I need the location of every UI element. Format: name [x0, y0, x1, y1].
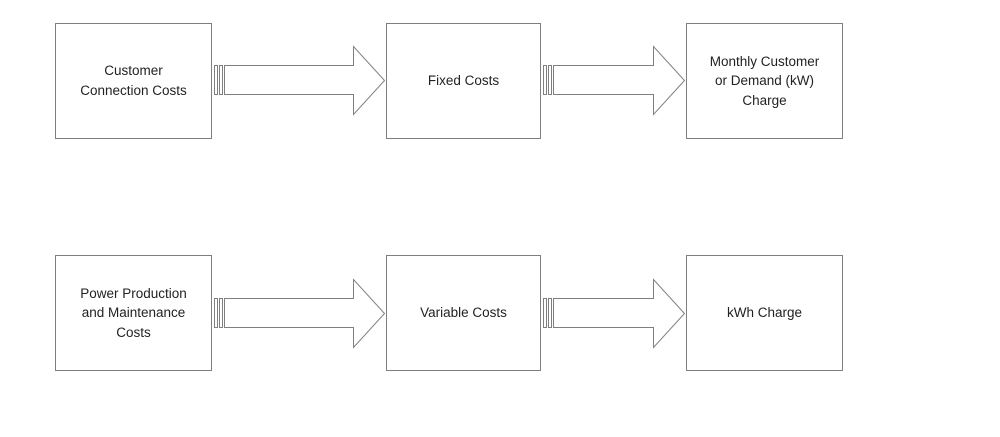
arrow-tail-stripe [543, 298, 547, 328]
arrow-tail-stripe [548, 298, 552, 328]
arrow-connection-to-fixed [214, 45, 386, 116]
arrow-body [224, 45, 386, 116]
fixed-costs-box: Fixed Costs [386, 23, 541, 139]
monthly-customer-demand-charge-label: Monthly Customer or Demand (kW) Charge [709, 53, 820, 108]
arrow-tail-stripe [219, 65, 223, 95]
fixed-costs-label: Fixed Costs [427, 73, 500, 89]
kwh-charge-label: kWh Charge [726, 305, 803, 321]
variable-costs-label: Variable Costs [420, 305, 507, 321]
arrow-variable-to-kwh-charge [543, 278, 686, 349]
arrow-tail-stripe [219, 298, 223, 328]
kwh-charge-box: kWh Charge [686, 255, 843, 371]
power-production-maintenance-costs-label: Power Production and Maintenance Costs [80, 285, 187, 340]
power-production-maintenance-costs-box: Power Production and Maintenance Costs [55, 255, 212, 371]
customer-connection-costs-label: Customer Connection Costs [80, 63, 187, 98]
arrow-tail-stripe [543, 65, 547, 95]
customer-connection-costs-box: Customer Connection Costs [55, 23, 212, 139]
arrow-tail-stripe [214, 65, 218, 95]
arrow-body [553, 45, 686, 116]
variable-costs-box: Variable Costs [386, 255, 541, 371]
arrow-body [224, 278, 386, 349]
monthly-customer-demand-charge-box: Monthly Customer or Demand (kW) Charge [686, 23, 843, 139]
arrow-tail-stripe [548, 65, 552, 95]
arrow-tail-stripe [214, 298, 218, 328]
arrow-fixed-to-monthly-charge [543, 45, 686, 116]
arrow-body [553, 278, 686, 349]
arrow-production-to-variable [214, 278, 386, 349]
